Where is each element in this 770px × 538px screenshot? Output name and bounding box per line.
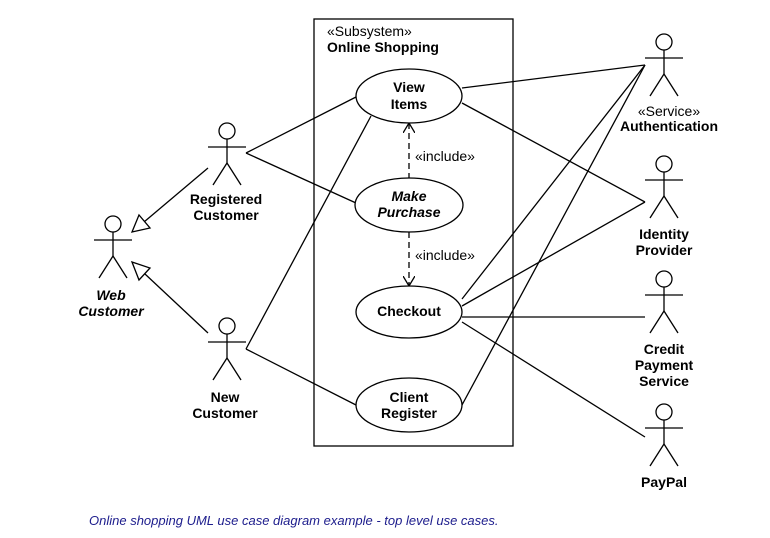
generalization-registered-line: [143, 167, 209, 223]
use-case-make-purchase-line1: Make: [391, 188, 426, 204]
generalization-new-line: [144, 273, 209, 334]
subsystem-stereotype: «Subsystem»: [327, 23, 412, 39]
use-case-client-register-line2: Register: [381, 405, 438, 421]
actor-credit-payment-line3: Service: [639, 373, 689, 389]
actor-web-customer-line2: Customer: [78, 303, 145, 319]
stick-figure-icon: [94, 215, 132, 279]
include-label-bottom: «include»: [415, 247, 475, 263]
actor-identity-provider-line1: Identity: [639, 226, 689, 242]
subsystem-name: Online Shopping: [327, 39, 439, 55]
diagram-caption: Online shopping UML use case diagram exa…: [89, 513, 499, 528]
stick-figure-icon: [208, 122, 246, 186]
stick-figure-icon: [208, 317, 246, 381]
use-case-client-register-line1: Client: [390, 389, 429, 405]
actor-registered-customer-line1: Registered: [190, 191, 262, 207]
include-label-top: «include»: [415, 148, 475, 164]
assoc-identity-view-items: [461, 102, 646, 203]
stick-figure-icon: [645, 270, 683, 334]
assoc-new-view-items: [245, 115, 372, 350]
stick-figure-icon: [645, 155, 683, 219]
use-case-view-items-line2: Items: [391, 96, 428, 112]
actor-credit-payment-service[interactable]: Credit Payment Service: [635, 270, 694, 389]
actor-registered-customer[interactable]: Registered Customer: [190, 122, 262, 223]
generalization-new-arrowhead: [130, 260, 152, 282]
assoc-auth-view-items: [461, 64, 646, 89]
actor-credit-payment-line2: Payment: [635, 357, 694, 373]
actor-paypal[interactable]: PayPal: [641, 403, 687, 490]
actor-credit-payment-line1: Credit: [644, 341, 685, 357]
assoc-auth-checkout: [461, 64, 646, 300]
actor-web-customer-line1: Web: [96, 287, 126, 303]
use-case-checkout[interactable]: Checkout: [355, 285, 463, 339]
actor-authentication[interactable]: «Service» Authentication: [620, 33, 718, 134]
use-case-view-items[interactable]: View Items: [355, 68, 463, 124]
assoc-paypal-checkout: [461, 321, 646, 438]
generalizations: [130, 167, 209, 334]
use-case-view-items-line1: View: [393, 79, 425, 95]
assoc-registered-make-purchase: [245, 152, 357, 204]
assoc-new-client-register: [245, 348, 357, 406]
actor-new-customer-line1: New: [211, 389, 240, 405]
actor-identity-provider[interactable]: Identity Provider: [636, 155, 693, 258]
use-case-checkout-label: Checkout: [377, 303, 441, 319]
actor-registered-customer-line2: Customer: [193, 207, 259, 223]
generalization-registered-arrowhead: [130, 213, 152, 233]
actor-new-customer-line2: Customer: [192, 405, 258, 421]
actor-new-customer[interactable]: New Customer: [192, 317, 258, 421]
actor-authentication-name: Authentication: [620, 118, 718, 134]
assoc-auth-client-register: [461, 64, 646, 406]
actor-paypal-label: PayPal: [641, 474, 687, 490]
associations: [245, 64, 646, 438]
stick-figure-icon: [645, 403, 683, 467]
actor-identity-provider-line2: Provider: [636, 242, 693, 258]
stick-figure-icon: [645, 33, 683, 97]
assoc-registered-view-items: [245, 96, 357, 154]
subsystem-boundary: [313, 18, 514, 447]
use-case-client-register[interactable]: Client Register: [355, 377, 463, 433]
assoc-identity-checkout: [461, 201, 646, 307]
actor-web-customer[interactable]: Web Customer: [78, 215, 145, 319]
actor-authentication-stereotype: «Service»: [638, 103, 700, 119]
use-case-make-purchase[interactable]: Make Purchase: [354, 177, 464, 233]
use-case-make-purchase-line2: Purchase: [377, 204, 440, 220]
